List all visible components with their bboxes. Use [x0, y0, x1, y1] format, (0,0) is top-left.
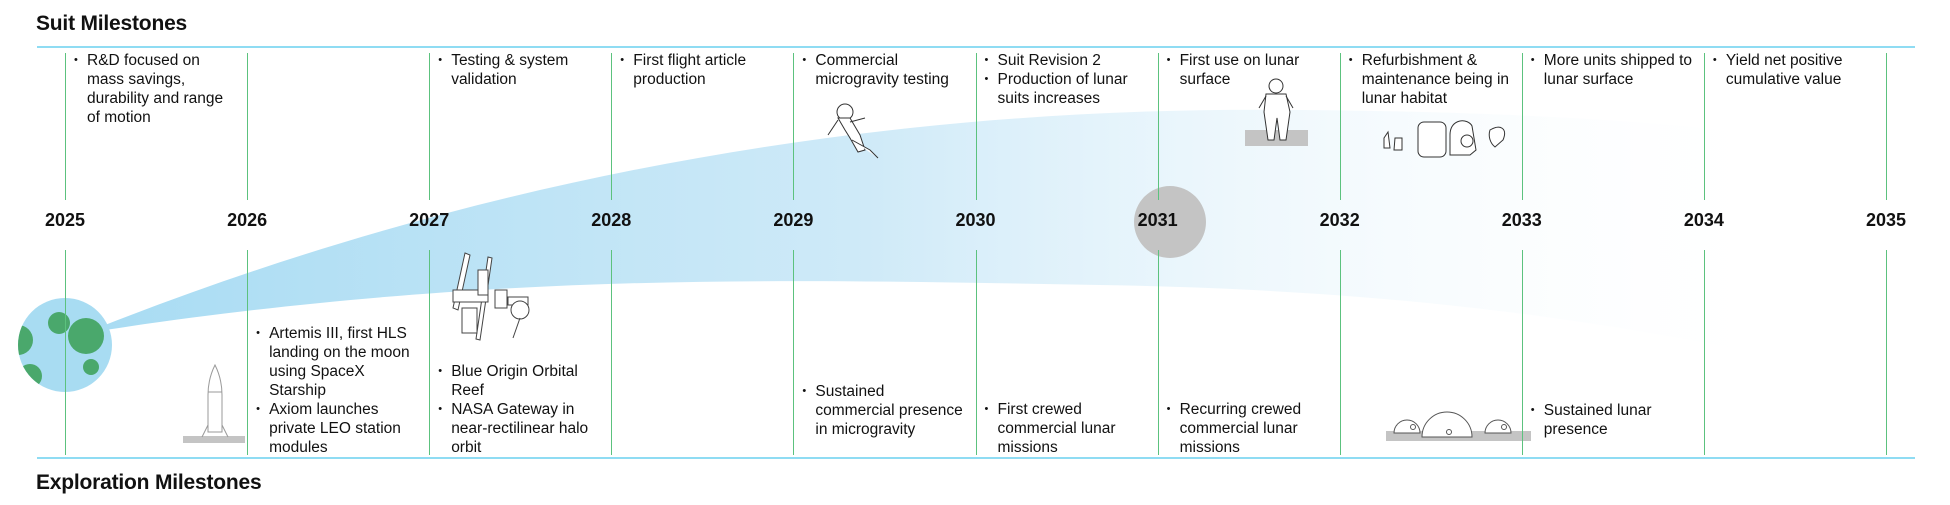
suit-milestone-list: First flight article production: [620, 51, 785, 89]
suit-milestone-list: R&D focused on mass savings, durability …: [74, 51, 239, 127]
bottom-rule: [37, 457, 1915, 459]
exploration-milestone-list: Artemis III, first HLS landing on the mo…: [256, 324, 421, 457]
year-divider-top: [1703, 53, 1705, 200]
year-label-2032: 2032: [1319, 210, 1360, 230]
year-label-2033: 2033: [1501, 210, 1542, 230]
suit-milestones-2033: More units shipped to lunar surface: [1531, 51, 1696, 89]
exploration-milestones-2033: Sustained lunar presence: [1531, 401, 1696, 439]
year-label-2029: 2029: [773, 210, 814, 230]
suit-milestone-item: Suit Revision 2: [985, 51, 1150, 70]
suit-milestones-2034: Yield net positive cumulative value: [1713, 51, 1878, 89]
suit-milestone-item: Yield net positive cumulative value: [1713, 51, 1878, 89]
year-divider-top: [65, 53, 66, 200]
suit-components-icon: [1383, 120, 1505, 158]
year-divider-bottom: [65, 250, 66, 455]
suit-milestones-2025: R&D focused on mass savings, durability …: [74, 51, 239, 127]
year-divider-bottom: [1886, 250, 1887, 455]
exploration-milestone-list: Sustained commercial presence in microgr…: [802, 382, 967, 439]
earth-icon: [18, 298, 112, 392]
exploration-milestones-2029: Sustained commercial presence in microgr…: [802, 382, 967, 439]
suit-milestone-list: First use on lunar surface: [1167, 51, 1332, 89]
exploration-milestone-item: Artemis III, first HLS landing on the mo…: [256, 324, 421, 400]
year-label-2026: 2026: [227, 210, 268, 230]
year-divider-top: [1339, 53, 1341, 200]
exploration-milestone-item: Sustained commercial presence in microgr…: [802, 382, 967, 439]
year-divider-top: [793, 53, 795, 200]
suit-milestone-item: More units shipped to lunar surface: [1531, 51, 1696, 89]
exploration-milestone-item: Blue Origin Orbital Reef: [438, 362, 603, 400]
exploration-milestone-item: NASA Gateway in near-rectilinear halo or…: [438, 400, 603, 457]
suit-milestones-2031: First use on lunar surface: [1167, 51, 1332, 89]
exploration-milestones-2026: Artemis III, first HLS landing on the mo…: [256, 324, 421, 457]
suit-milestone-list: More units shipped to lunar surface: [1531, 51, 1696, 89]
suit-milestone-list: Yield net positive cumulative value: [1713, 51, 1878, 89]
suit-milestone-item: Commercial microgravity testing: [802, 51, 967, 89]
suit-milestones-2032: Refurbishment & maintenance being in lun…: [1349, 51, 1514, 108]
exploration-milestones-2027: Blue Origin Orbital ReefNASA Gateway in …: [438, 362, 603, 457]
space-station-icon: [452, 252, 530, 341]
exploration-milestone-list: Blue Origin Orbital ReefNASA Gateway in …: [438, 362, 603, 457]
suit-milestone-list: Suit Revision 2Production of lunar suits…: [985, 51, 1150, 108]
year-label-2030: 2030: [955, 210, 996, 230]
year-divider-bottom: [975, 250, 977, 455]
suit-milestone-item: First use on lunar surface: [1167, 51, 1332, 89]
exploration-milestone-list: Sustained lunar presence: [1531, 401, 1696, 439]
year-divider-bottom: [1703, 250, 1705, 455]
year-label-2031: 2031: [1137, 210, 1178, 230]
year-divider-bottom: [611, 250, 613, 455]
top-rule: [37, 46, 1915, 48]
year-divider-top: [975, 53, 977, 200]
suit-milestone-item: Refurbishment & maintenance being in lun…: [1349, 51, 1514, 108]
year-label-2035: 2035: [1865, 210, 1907, 230]
exploration-milestone-item: Axiom launches private LEO station modul…: [256, 400, 421, 457]
year-divider-bottom: [793, 250, 795, 455]
suit-milestones-2029: Commercial microgravity testing: [802, 51, 967, 89]
year-divider-bottom: [1521, 250, 1523, 455]
exploration-milestone-item: Sustained lunar presence: [1531, 401, 1696, 439]
suit-milestone-item: R&D focused on mass savings, durability …: [74, 51, 239, 127]
highlight-year-circle: [1134, 186, 1206, 258]
year-divider-top: [1521, 53, 1523, 200]
suit-milestone-item: Testing & system validation: [438, 51, 603, 89]
growth-swoosh: [105, 109, 1800, 360]
year-label-2034: 2034: [1683, 210, 1724, 230]
suit-milestone-item: Production of lunar suits increases: [985, 70, 1150, 108]
year-divider-top: [1157, 53, 1159, 200]
suit-milestone-item: First flight article production: [620, 51, 785, 89]
year-divider-top: [429, 53, 431, 200]
year-divider-bottom: [1157, 250, 1159, 455]
suit-milestones-2028: First flight article production: [620, 51, 785, 89]
year-divider-bottom: [1339, 250, 1341, 455]
suit-milestones-title: Suit Milestones: [36, 12, 188, 35]
exploration-milestone-list: First crewed commercial lunar missions: [985, 400, 1150, 457]
year-divider-bottom: [429, 250, 431, 455]
floating-astronaut-icon: [827, 103, 879, 159]
year-label-2028: 2028: [591, 210, 632, 230]
exploration-milestone-list: Recurring crewed commercial lunar missio…: [1167, 400, 1332, 457]
year-label-2025: 2025: [44, 210, 86, 230]
exploration-milestones-2031: Recurring crewed commercial lunar missio…: [1167, 400, 1332, 457]
exploration-milestone-item: First crewed commercial lunar missions: [985, 400, 1150, 457]
exploration-milestone-item: Recurring crewed commercial lunar missio…: [1167, 400, 1332, 457]
suit-milestone-list: Commercial microgravity testing: [802, 51, 967, 89]
year-divider-bottom: [247, 250, 249, 455]
suit-milestone-list: Testing & system validation: [438, 51, 603, 89]
suit-milestones-2027: Testing & system validation: [438, 51, 603, 89]
year-divider-top: [1886, 53, 1887, 200]
year-divider-top: [247, 53, 249, 200]
year-label-2027: 2027: [409, 210, 450, 230]
exploration-milestones-2030: First crewed commercial lunar missions: [985, 400, 1150, 457]
exploration-milestones-title: Exploration Milestones: [36, 471, 262, 494]
rocket-icon: [183, 363, 245, 443]
lunar-habitat-icon: [1386, 411, 1531, 441]
suit-milestone-list: Refurbishment & maintenance being in lun…: [1349, 51, 1514, 108]
suit-milestones-2030: Suit Revision 2Production of lunar suits…: [985, 51, 1150, 108]
year-divider-top: [611, 53, 613, 200]
